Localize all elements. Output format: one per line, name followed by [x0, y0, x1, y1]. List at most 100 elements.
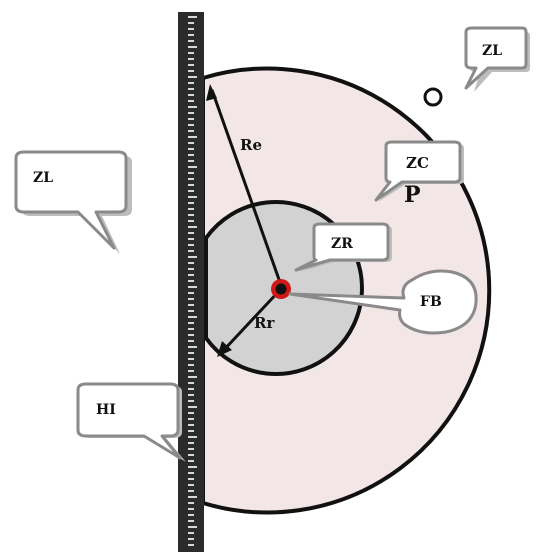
wall-tick: [188, 388, 194, 390]
wall-tick: [188, 58, 194, 60]
wall-tick: [188, 112, 194, 114]
wall-tick: [188, 70, 194, 72]
label-re: Re: [240, 136, 262, 154]
callout-zl-outer-text: ZL: [482, 43, 502, 59]
wall-tick: [188, 526, 197, 528]
callout-fb: FB: [288, 269, 478, 335]
callout-zl-left: ZL: [14, 150, 132, 254]
wall-tick: [188, 424, 194, 426]
wall-tick: [188, 322, 194, 324]
wall-tick: [188, 316, 197, 318]
wall-tick: [188, 256, 197, 258]
callout-hi-text: HI: [96, 402, 116, 418]
wall-tick: [188, 472, 194, 474]
wall-tick: [188, 508, 194, 510]
wall-tick: [188, 274, 194, 276]
wall-tick: [188, 298, 194, 300]
callout-zr: ZR: [294, 222, 392, 272]
wall-tick: [188, 106, 197, 108]
wall-tick: [188, 532, 194, 534]
wall-tick: [188, 502, 194, 504]
wall-tick: [188, 382, 194, 384]
wall-tick: [188, 250, 194, 252]
wall-tick: [188, 124, 194, 126]
wall-tick: [188, 346, 197, 348]
wall-tick: [188, 22, 194, 24]
wall-tick: [188, 430, 194, 432]
wall-tick: [188, 478, 194, 480]
wall-tick: [188, 232, 194, 234]
callout-hi: HI: [76, 382, 186, 462]
wall-tick: [188, 352, 194, 354]
wall-tick: [188, 118, 194, 120]
wall-tick: [188, 520, 194, 522]
wall-ticks: [188, 16, 197, 546]
wall-tick: [188, 340, 194, 342]
wall-tick: [188, 418, 194, 420]
wall-tick: [188, 394, 194, 396]
wall-tick: [188, 40, 194, 42]
wall-tick: [188, 208, 194, 210]
wall-tick: [188, 154, 194, 156]
wall-tick: [188, 148, 194, 150]
wall-tick: [188, 244, 194, 246]
wall-tick: [188, 214, 194, 216]
callout-zc: ZC: [374, 140, 464, 202]
wall-tick: [188, 448, 194, 450]
wall-tick: [188, 406, 197, 408]
wall-tick: [188, 178, 194, 180]
wall-tick: [188, 184, 194, 186]
wall-tick: [188, 160, 194, 162]
callout-fb-text: FB: [420, 294, 442, 310]
wall-tick: [188, 544, 194, 546]
wall-tick: [188, 202, 194, 204]
wall-tick: [188, 370, 194, 372]
center-point-core: [275, 283, 287, 295]
callout-zl-outer: ZL: [464, 26, 530, 92]
wall-tick: [188, 310, 194, 312]
wall-tick: [188, 142, 194, 144]
wall-tick: [188, 238, 194, 240]
wall-tick: [188, 436, 197, 438]
wall-tick: [188, 364, 194, 366]
wall-tick: [188, 82, 194, 84]
wall-tick: [188, 454, 194, 456]
wall-tick: [188, 292, 194, 294]
wall-tick: [188, 442, 194, 444]
wall-tick: [188, 328, 194, 330]
wall-tick: [188, 64, 194, 66]
wall-tick: [188, 94, 194, 96]
wall-tick: [188, 304, 194, 306]
wall-tick: [188, 400, 194, 402]
radius-re-line: [210, 89, 284, 289]
wall-tick: [188, 262, 194, 264]
wall-tick: [188, 484, 194, 486]
radius-rr-line: [220, 288, 282, 354]
wall-tick: [188, 490, 194, 492]
wall-tick: [188, 190, 194, 192]
label-p: P: [404, 182, 421, 208]
wall-tick: [188, 220, 194, 222]
callout-zc-text: ZC: [406, 154, 429, 172]
wall-tick: [188, 136, 197, 138]
wall-tick: [188, 76, 197, 78]
wall-tick: [188, 286, 197, 288]
wall-tick: [188, 46, 197, 48]
wall-tick: [188, 268, 194, 270]
radius-re-arrowhead: [206, 84, 217, 101]
wall-tick: [188, 412, 194, 414]
wall-tick: [188, 376, 197, 378]
wall-tick: [188, 460, 194, 462]
label-rr: Rr: [254, 314, 275, 332]
wall-tick: [188, 28, 194, 30]
wall-tick: [188, 16, 197, 18]
wall-tick: [188, 34, 194, 36]
wall-tick: [188, 196, 197, 198]
wall-tick: [188, 226, 197, 228]
wall-tick: [188, 538, 194, 540]
wall-tick: [188, 172, 194, 174]
wall-tick: [188, 100, 194, 102]
wall-tick: [188, 280, 194, 282]
wall-tick: [188, 514, 194, 516]
